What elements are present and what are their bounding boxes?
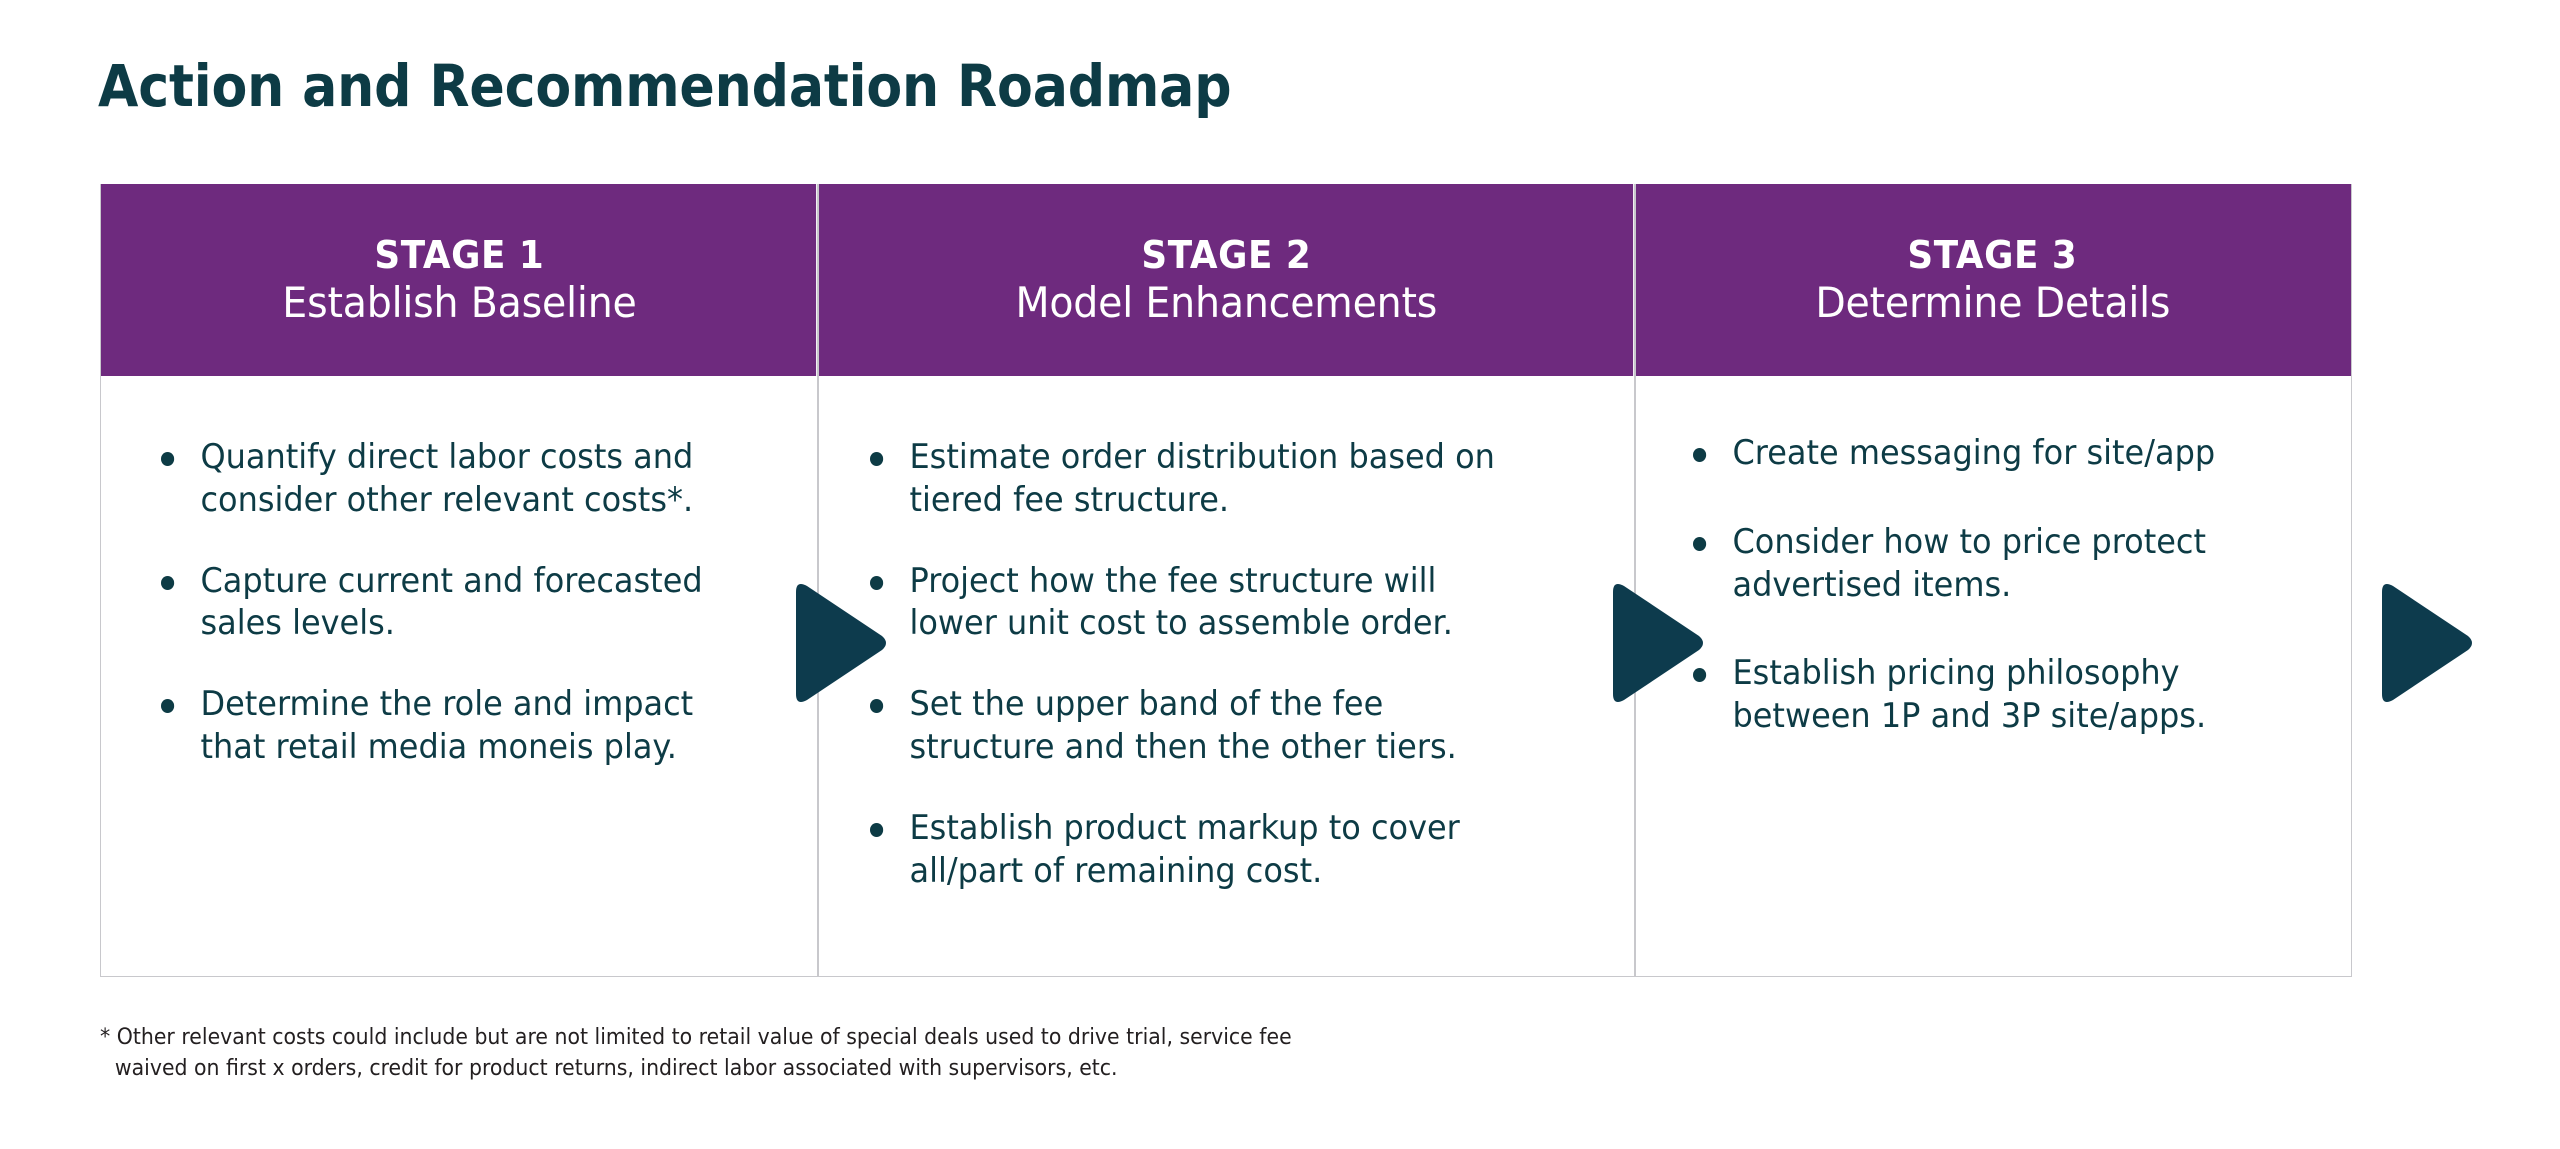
- bullet-list-2: Estimate order distribution based on tie…: [870, 436, 1550, 893]
- stage-name-1: Establish Baseline: [282, 277, 638, 327]
- stage-header-2: STAGE 2 Model Enhancements: [818, 184, 1636, 376]
- bullet-dot-icon: [1692, 448, 1706, 462]
- list-item: Quantify direct labor costs and consider…: [161, 436, 725, 522]
- stage-body-2: Estimate order distribution based on tie…: [818, 376, 1634, 976]
- stage-header-3: STAGE 3 Determine Details: [1634, 184, 2351, 376]
- roadmap-table: STAGE 1 Establish Baseline Quantify dire…: [100, 184, 2352, 977]
- bullet-dot-icon: [1692, 668, 1706, 683]
- bullet-text: Determine the role and impact that retai…: [200, 684, 694, 768]
- stage-3-next-arrow-icon: [2372, 578, 2476, 708]
- bullet-text: Set the upper band of the fee structure …: [909, 684, 1458, 768]
- bullet-list-3: Create messaging for site/app Consider h…: [1692, 432, 2323, 738]
- bullet-dot-icon: [1692, 536, 1706, 551]
- bullet-text: Quantify direct labor costs and consider…: [200, 437, 694, 520]
- stage-number-1: STAGE 1: [374, 232, 545, 277]
- bullet-text: Establish product markup to cover all/pa…: [909, 807, 1461, 891]
- list-item: Estimate order distribution based on tie…: [870, 436, 1509, 522]
- bullet-dot-icon: [870, 575, 884, 590]
- stage-number-2: STAGE 2: [1141, 232, 1312, 277]
- list-item: Set the upper band of the fee structure …: [870, 683, 1509, 769]
- bullet-text: Consider how to price protect advertised…: [1732, 521, 2206, 605]
- list-item: Create messaging for site/app: [1692, 432, 2285, 475]
- bullet-text: Establish pricing philosophy between 1P …: [1732, 653, 2206, 737]
- stage-number-3: STAGE 3: [1907, 232, 2078, 277]
- stage-body-1: Quantify direct labor costs and consider…: [101, 376, 818, 976]
- bullet-text: Create messaging for site/app: [1732, 433, 2215, 473]
- bullet-list-1: Quantify direct labor costs and consider…: [161, 436, 761, 769]
- stage-name-3: Determine Details: [1815, 277, 2171, 327]
- list-item: Project how the fee structure will lower…: [870, 560, 1509, 646]
- list-item: Establish pricing philosophy between 1P …: [1692, 652, 2285, 738]
- bullet-text: Capture current and forecasted sales lev…: [200, 560, 703, 644]
- list-item: Consider how to price protect advertised…: [1692, 521, 2285, 607]
- stage-column-3: STAGE 3 Determine Details Create messagi…: [1634, 184, 2351, 976]
- bullet-text: Project how the fee structure will lower…: [909, 560, 1454, 644]
- list-item: Capture current and forecasted sales lev…: [161, 560, 725, 646]
- bullet-text: Estimate order distribution based on tie…: [909, 437, 1496, 520]
- list-item: Establish product markup to cover all/pa…: [870, 807, 1509, 893]
- page-title: Action and Recommendation Roadmap: [98, 52, 1232, 120]
- footnote-line-1: * Other relevant costs could include but…: [100, 1025, 1292, 1050]
- footnote-line-2: waived on first x orders, credit for pro…: [114, 1056, 1118, 1082]
- list-item: Determine the role and impact that retai…: [161, 683, 725, 769]
- bullet-dot-icon: [161, 699, 175, 714]
- stage-column-2: STAGE 2 Model Enhancements Estimate orde…: [818, 184, 1636, 976]
- bullet-dot-icon: [870, 822, 884, 837]
- footnote: * Other relevant costs could include but…: [100, 1022, 1449, 1084]
- column-divider-2: [1633, 184, 1636, 976]
- bullet-dot-icon: [161, 575, 175, 590]
- bullet-dot-icon: [161, 452, 175, 466]
- bullet-dot-icon: [870, 452, 884, 466]
- stage-name-2: Model Enhancements: [1015, 277, 1438, 327]
- stage-body-3: Create messaging for site/app Consider h…: [1635, 376, 2351, 976]
- stage-column-1: STAGE 1 Establish Baseline Quantify dire…: [101, 184, 820, 976]
- stage-header-1: STAGE 1 Establish Baseline: [101, 184, 820, 376]
- bullet-dot-icon: [870, 699, 884, 714]
- column-divider-1: [817, 184, 820, 976]
